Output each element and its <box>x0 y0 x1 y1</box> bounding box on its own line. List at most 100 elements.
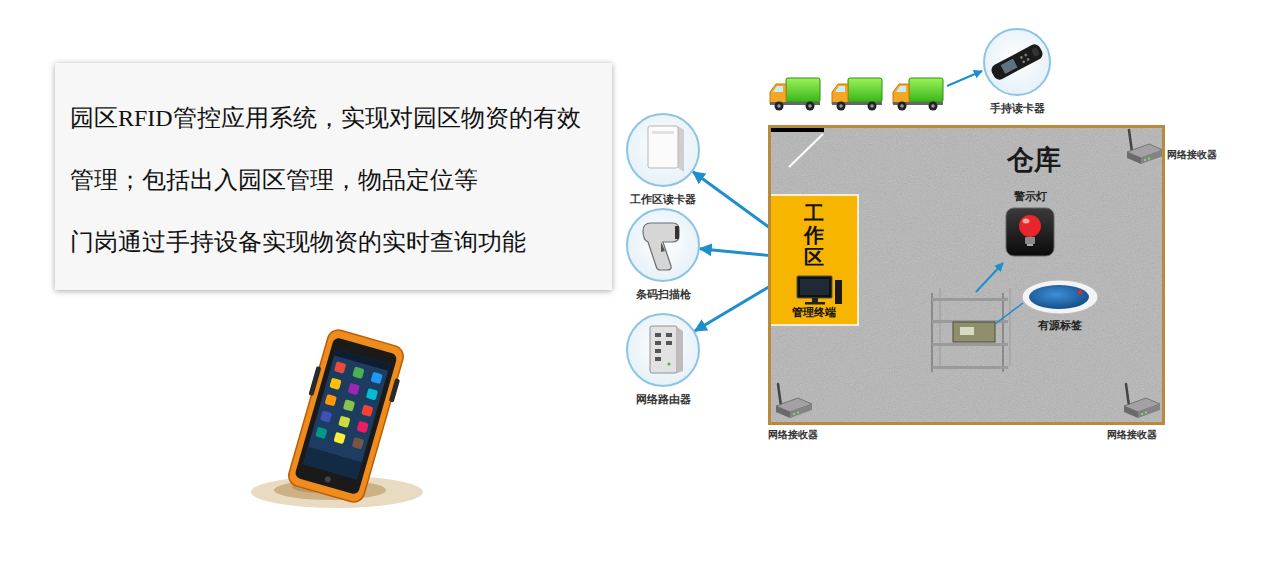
work-area-fill <box>770 195 858 325</box>
terminal-label: 管理终端 <box>792 305 836 320</box>
device-circle <box>626 313 700 387</box>
truck-icon <box>770 78 943 111</box>
rugged-tablet <box>389 378 400 402</box>
rugged-tablet <box>308 366 321 396</box>
handheld-reader-icon <box>1026 58 1030 62</box>
terminal-icon <box>805 302 825 305</box>
panel-reader-icon <box>678 126 684 172</box>
device-label: 有源标签 <box>1018 318 1102 333</box>
leader-arrow <box>947 71 982 86</box>
shelf-icon <box>1009 288 1011 366</box>
rugged-tablet <box>303 447 362 480</box>
terminal-icon <box>797 276 832 298</box>
device-circle <box>626 113 700 187</box>
barcode-scanner-icon <box>643 223 679 270</box>
device-circle-fill <box>984 29 1050 95</box>
sand-pile <box>274 480 386 500</box>
work-area-fill <box>770 195 858 325</box>
shelf-icon <box>1002 293 1004 372</box>
router-icon <box>655 333 661 337</box>
router-icon <box>655 357 661 361</box>
truck-icon <box>770 78 820 111</box>
network-receiver-icon <box>1124 384 1160 418</box>
active-tag-icon <box>1022 280 1098 314</box>
active-tag-node: 有源标签 <box>1018 278 1102 334</box>
work-area-box: 工作区管理终端 <box>770 195 858 325</box>
handheld-reader-icon <box>989 42 1044 81</box>
rugged-tablet <box>294 337 398 496</box>
handheld-reader-icon <box>1001 59 1018 74</box>
rugged-tablet <box>366 388 378 400</box>
handheld-reader-icon <box>989 42 1044 81</box>
shelf-icon <box>932 288 1010 372</box>
device-circle <box>983 28 1051 96</box>
description-text: 园区RFID管控应用系统，实现对园区物资的有效 管理；包括出入园区管理，物品定位… <box>70 87 595 211</box>
warehouse-floor <box>768 125 1165 425</box>
warning-lamp-icon <box>1027 244 1033 246</box>
device-label: 手持读卡器 <box>962 101 1072 116</box>
device-label: 网络接收器 <box>1107 428 1157 442</box>
sand-pile <box>251 476 423 508</box>
warehouse-floor <box>768 125 1165 425</box>
router-icon <box>666 341 672 345</box>
active-tag-icon <box>1029 285 1089 309</box>
warehouse-floor <box>768 125 1165 425</box>
rugged-tablet <box>329 378 341 390</box>
leader-line <box>995 303 1023 324</box>
router-icon <box>650 326 677 373</box>
device-node: 工作区读卡器 <box>608 113 718 211</box>
truck-icon <box>893 78 943 111</box>
device-circle-fill <box>627 114 699 186</box>
terminal-icon <box>797 276 842 305</box>
rugged-tablet <box>352 367 364 379</box>
network-receiver-icon <box>776 384 812 418</box>
device-label: 网络路由器 <box>608 392 718 407</box>
network-receiver-icon <box>1127 130 1163 164</box>
router-icon <box>666 333 672 337</box>
door-mark <box>789 134 823 167</box>
panel-reader-icon <box>648 126 678 168</box>
rugged-tablet <box>343 399 355 411</box>
area-title: 工作区 <box>804 202 824 268</box>
warning-lamp-icon <box>1019 215 1041 237</box>
door-mark <box>771 128 824 167</box>
barcode-scanner-icon <box>661 242 665 252</box>
rugged-tablet <box>352 437 364 449</box>
truck-icon <box>832 78 882 111</box>
handheld-reader-icon <box>1019 56 1023 60</box>
sand-pile <box>292 481 352 493</box>
connector-arrow <box>695 286 770 331</box>
handheld-reader-icon <box>1022 60 1026 64</box>
device-node: 手持读卡器 <box>962 28 1072 120</box>
router-icon <box>677 327 683 373</box>
active-tag-icon <box>1022 280 1098 314</box>
handheld-reader-icon <box>1024 53 1028 57</box>
barcode-scanner-icon <box>643 223 679 270</box>
device-circle-fill <box>627 314 699 386</box>
terminal-icon <box>800 279 829 295</box>
rugged-tablet <box>325 394 337 406</box>
rugged-tablet <box>333 432 345 444</box>
connector-arrow <box>693 172 770 228</box>
device-circle <box>626 208 700 282</box>
area-title: 仓库 <box>1007 142 1061 178</box>
rugged-tablet <box>338 416 350 428</box>
active-tag-icon <box>1078 290 1082 294</box>
leader-arrow <box>976 263 1003 292</box>
warning-lamp-node: 警示灯 <box>1000 189 1060 259</box>
warning-lamp-icon <box>1006 208 1054 256</box>
shelf-icon <box>931 293 933 372</box>
device-label: 网络接收器 <box>768 428 818 442</box>
device-label: 警示灯 <box>1000 189 1060 204</box>
terminal-icon <box>812 298 818 302</box>
rugged-tablet <box>286 327 406 504</box>
rugged-tablet <box>370 372 382 384</box>
shelf-icon <box>939 288 941 366</box>
device-label: 工作区读卡器 <box>608 192 718 207</box>
sand-pile <box>251 476 423 508</box>
description-text: 门岗通过手持设备实现物资的实时查询功能 <box>70 211 595 273</box>
shelf-icon <box>953 322 995 342</box>
router-icon <box>668 363 671 366</box>
network-receiver-icon <box>776 130 1163 418</box>
device-node: 条码扫描枪 <box>608 208 718 306</box>
